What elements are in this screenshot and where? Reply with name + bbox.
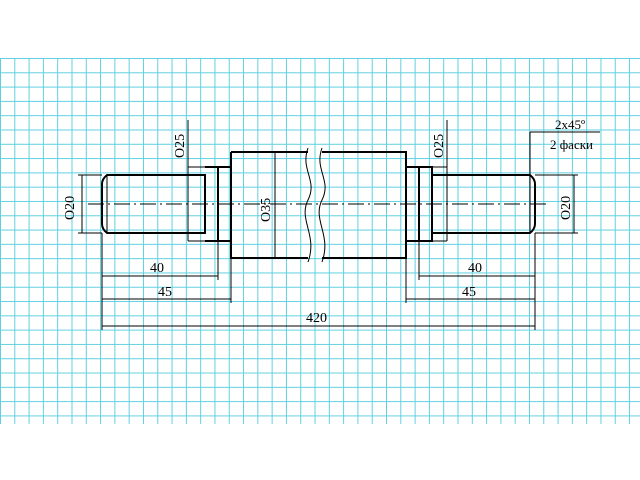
dim-right-length-40: 40 — [468, 261, 482, 276]
break-lines — [304, 147, 326, 263]
graph-paper-grid — [0, 58, 640, 424]
dim-middle-diameter: O35 — [259, 198, 274, 222]
length-dimension-lines — [101, 233, 536, 330]
dim-right-length-45: 45 — [462, 285, 476, 300]
dim-right-neck-diameter: O25 — [432, 134, 447, 158]
diameter-dimension-lines — [78, 120, 600, 258]
dim-left-length-40: 40 — [150, 261, 164, 276]
dim-total-length: 420 — [306, 311, 327, 326]
dim-left-neck-diameter: O25 — [173, 134, 188, 158]
dim-right-end-diameter: O20 — [559, 196, 574, 220]
dim-left-end-diameter: O20 — [63, 196, 78, 220]
chamfer-note-line2: 2 фаски — [550, 137, 593, 152]
chamfer-note-line1: 2x45º — [555, 117, 585, 132]
middle-section — [230, 151, 407, 259]
dim-left-length-45: 45 — [158, 285, 172, 300]
left-end-section — [101, 174, 206, 234]
